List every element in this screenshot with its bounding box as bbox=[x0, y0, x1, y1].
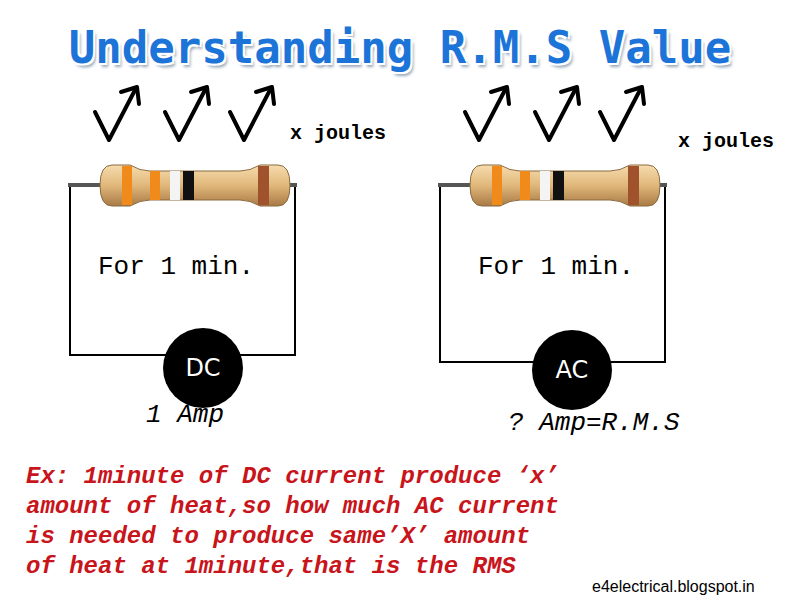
title-text: Understanding R.M.S Value bbox=[0, 22, 800, 73]
source-label: AC bbox=[556, 356, 589, 384]
current-value: 1 Amp bbox=[146, 400, 224, 430]
watermark: e4electrical.blogspot.in bbox=[592, 578, 755, 596]
source-circle: AC bbox=[532, 330, 612, 410]
time-label: For 1 min. bbox=[98, 252, 254, 282]
heat-label: x joules bbox=[290, 122, 386, 145]
current-value: ? Amp=R.M.S bbox=[508, 408, 680, 438]
resistor-symbol bbox=[470, 165, 660, 206]
resistor-symbol bbox=[100, 165, 290, 206]
source-circle: DC bbox=[163, 328, 243, 408]
example-note: Ex: 1minute of DC current produce ‘x’ am… bbox=[26, 462, 571, 582]
heat-label: x joules bbox=[678, 130, 774, 153]
time-label: For 1 min. bbox=[478, 252, 634, 282]
source-label: DC bbox=[185, 354, 220, 382]
